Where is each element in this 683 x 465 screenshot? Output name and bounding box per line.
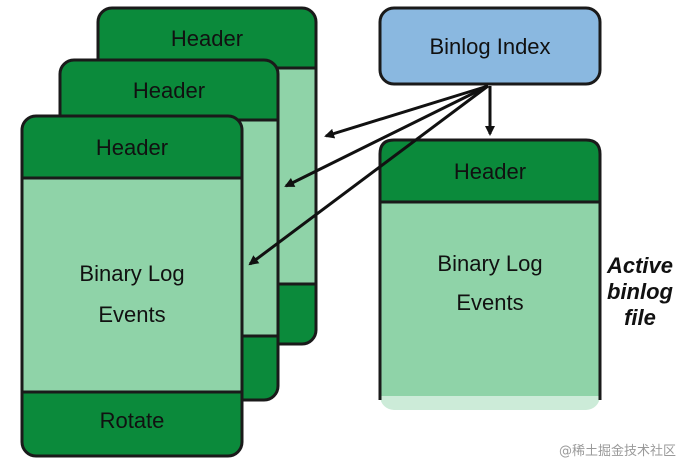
file-body-label-line-2: Events xyxy=(98,302,165,327)
arrow-to-back-file xyxy=(324,84,489,139)
file-outline xyxy=(20,114,244,458)
file-header-band xyxy=(22,116,242,178)
index-label: Binlog Index xyxy=(429,34,550,59)
caption-line-2: binlog xyxy=(607,279,674,304)
index-box xyxy=(380,8,600,84)
file-footer-label: Rotate xyxy=(100,408,165,433)
index-outline xyxy=(378,6,602,86)
file-body-label-line-2: Events xyxy=(456,290,523,315)
active-file-caption: Active binlog file xyxy=(606,253,674,330)
archived-binlog-file-front: Header Binary Log Events Rotate xyxy=(20,114,244,458)
arrow-to-front-file xyxy=(248,84,489,266)
file-header-label: Header xyxy=(454,159,526,184)
file-header-band xyxy=(98,8,316,68)
file-header-band xyxy=(60,60,278,120)
file-body-label-line-1: Binary Log xyxy=(437,251,542,276)
file-header-label: Header xyxy=(96,135,168,160)
file-header-band xyxy=(380,140,600,202)
file-header-label: Header xyxy=(171,26,243,51)
file-header-label: Header xyxy=(133,78,205,103)
active-binlog-file: Header Binary Log Events xyxy=(378,138,602,410)
caption-line-3: file xyxy=(624,305,656,330)
index-arrows xyxy=(248,84,495,266)
open-end-fade xyxy=(378,396,602,410)
file-outline xyxy=(378,138,602,400)
binlog-index: Binlog Index xyxy=(378,6,602,86)
watermark-text: @稀土掘金技术社区 xyxy=(559,443,676,459)
file-body-label-line-1: Binary Log xyxy=(79,261,184,286)
file-footer-band xyxy=(22,392,242,456)
caption-line-1: Active xyxy=(606,253,673,278)
arrow-to-middle-file xyxy=(284,84,489,188)
